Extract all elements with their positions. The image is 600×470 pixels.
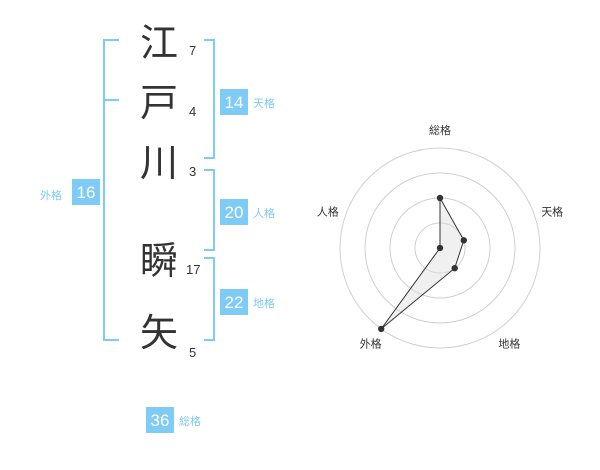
jinkaku-bracket: [204, 169, 215, 251]
gaikaku-box: [72, 179, 100, 205]
name-characters: 江 戸 川 瞬 矢: [140, 21, 178, 355]
radar-point-2: [451, 265, 458, 272]
gaikaku-value: 16: [77, 183, 96, 202]
jinkaku-label: 人格: [253, 206, 275, 220]
tenkaku-group: 14 天格: [220, 89, 275, 115]
soukaku-label: 総格: [179, 414, 201, 428]
radar-ring-4: [339, 147, 541, 349]
stroke-count-4: 17: [186, 262, 200, 277]
soukaku-box: [146, 407, 174, 433]
chikaku-box: [220, 289, 248, 315]
chikaku-group: 22 地格: [220, 289, 275, 315]
radar-axis-label-0: 総格: [429, 123, 451, 137]
radar-point-1: [460, 237, 467, 244]
radar-axis-label-3: 外格: [360, 337, 382, 351]
jinkaku-value: 20: [225, 203, 244, 222]
radar-point-0: [436, 194, 444, 202]
radar-axis-label-2: 地格: [498, 337, 520, 351]
name-char-5: 矢: [140, 311, 178, 355]
radar-point-3: [378, 325, 385, 333]
chikaku-label: 地格: [253, 296, 275, 310]
jinkaku-group: 20 人格: [220, 199, 275, 225]
soukaku-value: 36: [151, 411, 170, 430]
name-char-1: 江: [140, 21, 178, 65]
gaikaku-bracket: [103, 39, 119, 341]
tenkaku-bracket: [204, 39, 215, 159]
radar-ring-3: [364, 172, 516, 324]
stroke-count-5: 5: [189, 345, 196, 360]
chikaku-bracket: [204, 257, 215, 341]
name-char-4: 瞬: [140, 239, 178, 283]
stroke-count-2: 4: [189, 104, 196, 119]
gaikaku-group: 外格 16: [40, 179, 100, 205]
radar-axis-label-4: 人格: [317, 205, 339, 219]
brackets: [103, 39, 215, 341]
radar-axis-label-1: 天格: [541, 205, 563, 219]
stroke-counts: 7 4 3 17 5: [186, 43, 200, 360]
chikaku-value: 22: [225, 293, 244, 312]
gaikaku-label: 外格: [40, 188, 62, 202]
name-char-3: 川: [140, 141, 178, 185]
name-char-2: 戸: [140, 81, 178, 125]
tenkaku-label: 天格: [253, 96, 275, 110]
stroke-count-3: 3: [189, 164, 196, 179]
tenkaku-box: [220, 89, 248, 115]
radar-point-4: [436, 244, 444, 252]
soukaku-group: 36 総格: [146, 407, 201, 433]
tenkaku-value: 14: [225, 93, 244, 112]
stroke-count-1: 7: [189, 43, 196, 58]
radar-series-area: [380, 196, 465, 330]
jinkaku-box: [220, 199, 248, 225]
